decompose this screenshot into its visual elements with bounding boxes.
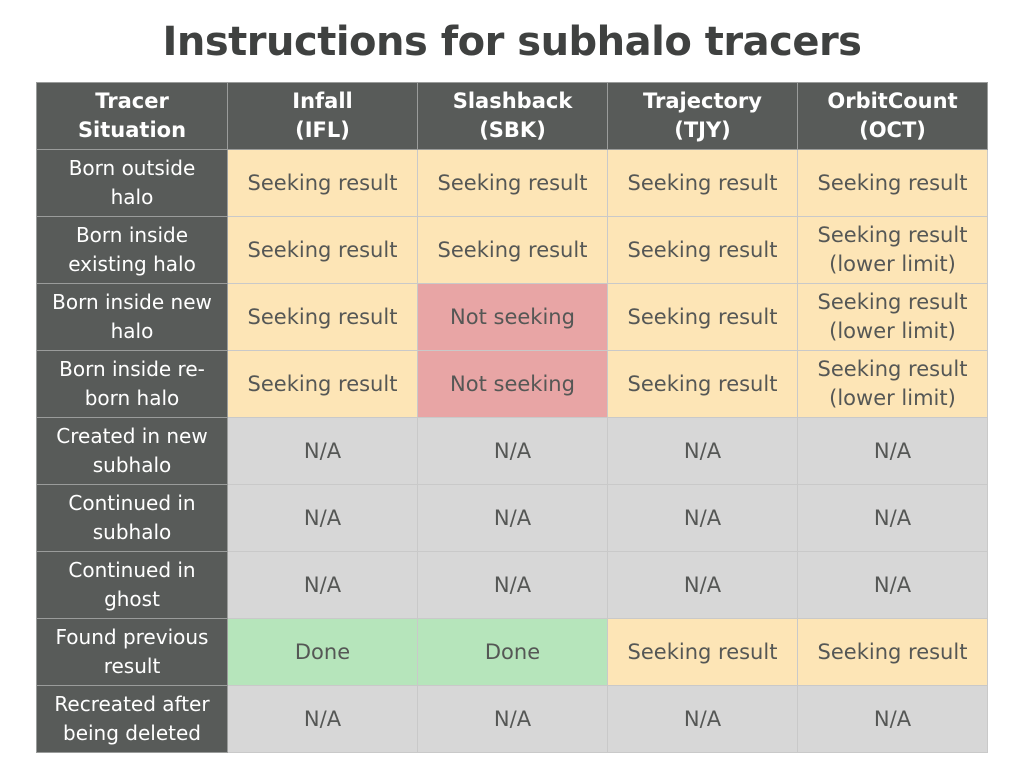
column-header-infall: Infall (IFL)	[227, 82, 418, 150]
row-header: Continued in subhalo	[36, 484, 228, 552]
status-cell: Seeking result (lower limit)	[797, 283, 988, 351]
row-header: Found previous result	[36, 618, 228, 686]
status-cell: N/A	[417, 551, 608, 619]
page-title: Instructions for subhalo tracers	[162, 19, 862, 65]
status-cell: Done	[227, 618, 418, 686]
status-cell: Seeking result	[607, 283, 798, 351]
column-header-trajectory: Trajectory (TJY)	[607, 82, 798, 150]
status-cell: Done	[417, 618, 608, 686]
row-header: Born outside halo	[36, 149, 228, 217]
tracer-status-table: Tracer Situation Infall (IFL) Slashback …	[36, 82, 988, 753]
status-cell: Seeking result (lower limit)	[797, 216, 988, 284]
row-header: Born inside re- born halo	[36, 350, 228, 418]
status-cell: Seeking result	[797, 618, 988, 686]
status-cell: Seeking result	[227, 350, 418, 418]
status-cell: N/A	[227, 417, 418, 485]
status-cell: N/A	[607, 685, 798, 753]
status-cell: N/A	[797, 685, 988, 753]
status-cell: N/A	[797, 484, 988, 552]
status-cell: N/A	[227, 551, 418, 619]
status-cell: Seeking result	[607, 350, 798, 418]
row-header: Recreated after being deleted	[36, 685, 228, 753]
status-cell: Seeking result	[227, 283, 418, 351]
status-cell: N/A	[607, 484, 798, 552]
status-cell: Seeking result	[417, 149, 608, 217]
status-cell: Seeking result	[227, 216, 418, 284]
column-header-orbitcount: OrbitCount (OCT)	[797, 82, 988, 150]
status-cell: N/A	[607, 551, 798, 619]
status-cell: Not seeking	[417, 350, 608, 418]
row-header: Created in new subhalo	[36, 417, 228, 485]
corner-header: Tracer Situation	[36, 82, 228, 150]
status-cell: Not seeking	[417, 283, 608, 351]
status-cell: N/A	[417, 417, 608, 485]
status-cell: N/A	[797, 417, 988, 485]
status-cell: Seeking result	[797, 149, 988, 217]
status-cell: N/A	[227, 484, 418, 552]
status-cell: Seeking result	[607, 618, 798, 686]
status-cell: N/A	[417, 685, 608, 753]
status-cell: N/A	[607, 417, 798, 485]
status-cell: N/A	[417, 484, 608, 552]
row-header: Continued in ghost	[36, 551, 228, 619]
status-cell: Seeking result	[227, 149, 418, 217]
status-cell: Seeking result (lower limit)	[797, 350, 988, 418]
status-cell: N/A	[797, 551, 988, 619]
row-header: Born inside existing halo	[36, 216, 228, 284]
header-row: Tracer Situation Infall (IFL) Slashback …	[36, 82, 988, 150]
status-cell: Seeking result	[417, 216, 608, 284]
column-header-slashback: Slashback (SBK)	[417, 82, 608, 150]
row-header: Born inside new halo	[36, 283, 228, 351]
status-cell: Seeking result	[607, 216, 798, 284]
status-cell: Seeking result	[607, 149, 798, 217]
status-cell: N/A	[227, 685, 418, 753]
